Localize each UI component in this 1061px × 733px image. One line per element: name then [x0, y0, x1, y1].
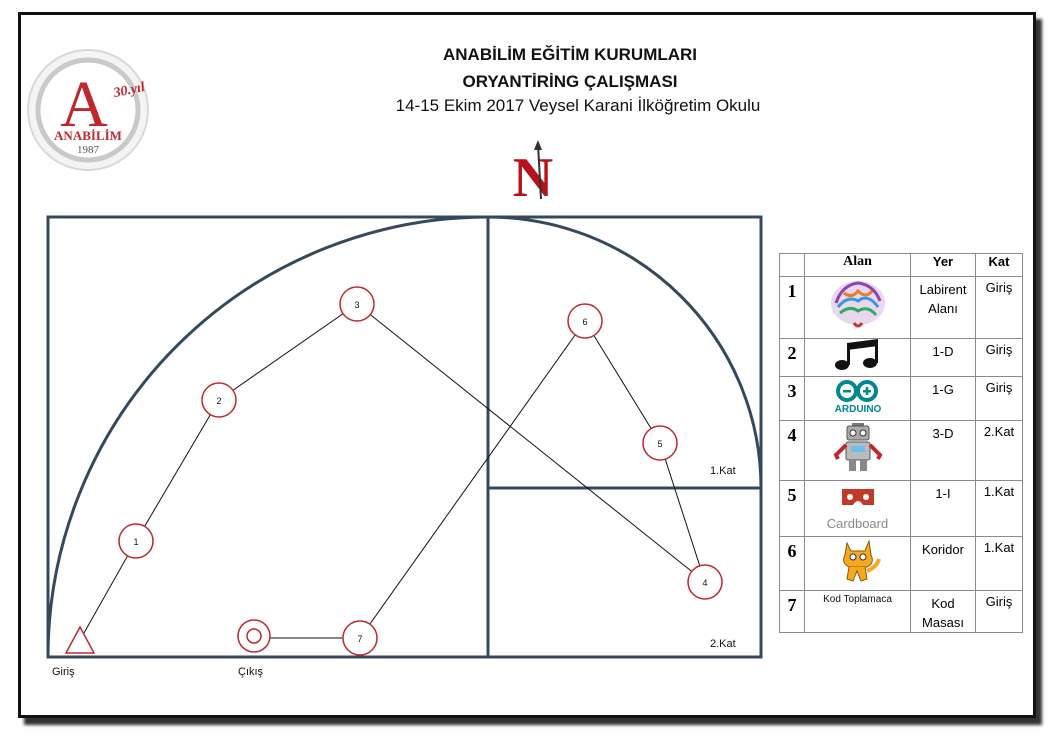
- exit-marker-icon: [237, 619, 271, 653]
- legend-num: 4: [779, 420, 805, 481]
- checkpoint-2: 2: [201, 382, 237, 418]
- robot-icon: [804, 420, 911, 481]
- checkpoint-label: 3: [354, 300, 359, 310]
- arduino-icon: ARDUINO: [804, 376, 911, 421]
- legend-yer: 1-G: [910, 376, 976, 421]
- legend-kat: 1.Kat: [975, 480, 1023, 537]
- legend-num: 6: [779, 536, 805, 591]
- legend-yer: 1-I: [910, 480, 976, 537]
- logo-brand: ANABİLİM: [54, 128, 122, 143]
- legend-yer: Koridor: [910, 536, 976, 591]
- brain-icon: [804, 276, 911, 339]
- building-outline: [46, 215, 763, 659]
- legend-row: 5 Cardboard 1-I 1.Kat: [779, 480, 1023, 537]
- legend-yer: Labirent Alanı: [910, 276, 976, 339]
- anabilim-logo: A 30.yıl ANABİLİM 1987: [27, 49, 149, 171]
- legend-yer: Kod Masası: [910, 590, 976, 633]
- legend-header-num: [779, 253, 805, 277]
- code-collect-text: Kod Toplamaca: [823, 594, 892, 605]
- legend-row: 7 Kod Toplamaca Kod Masası Giriş: [779, 590, 1023, 633]
- floor-label-1: 1.Kat: [710, 465, 736, 477]
- checkpoint-3: 3: [339, 286, 375, 322]
- legend-kat: 2.Kat: [975, 420, 1023, 481]
- legend-row: 4 3-D 2.Kat: [779, 420, 1023, 481]
- legend-num: 5: [779, 480, 805, 537]
- legend-kat: Giriş: [975, 590, 1023, 633]
- music-note-icon: [804, 338, 911, 377]
- legend-row: 6 Koridor 1.Kat: [779, 536, 1023, 591]
- subtitle: 14-15 Ekim 2017 Veysel Karani İlköğretim…: [395, 96, 761, 115]
- code-collect-cell: Kod Toplamaca: [804, 590, 911, 633]
- cardboard-text: Cardboard: [826, 516, 889, 531]
- logo-letter: A: [60, 68, 108, 141]
- title-line-1: ANABİLİM EĞİTİM KURUMLARI: [442, 45, 698, 64]
- legend-header-row: Alan Yer Kat: [779, 253, 1023, 277]
- legend-header-alan: Alan: [804, 253, 911, 277]
- legend-header-kat: Kat: [975, 253, 1023, 277]
- logo-year: 1987: [77, 144, 100, 156]
- cardboard-icon: Cardboard: [804, 480, 911, 537]
- legend-num: 1: [779, 276, 805, 339]
- checkpoint-4: 4: [687, 564, 723, 600]
- start-label: Giriş: [52, 666, 75, 678]
- checkpoint-1: 1: [118, 523, 154, 559]
- legend-kat: Giriş: [975, 376, 1023, 421]
- logo-anniversary: 30.yıl: [111, 80, 146, 101]
- checkpoint-label: 5: [657, 439, 662, 449]
- checkpoint-5: 5: [642, 425, 678, 461]
- legend-row: 1 Labirent Alanı Giriş: [779, 276, 1023, 339]
- spiral-arc-right: [487, 215, 763, 489]
- arduino-text: ARDUINO: [834, 404, 881, 415]
- legend-row: 2 1-D Giriş: [779, 338, 1023, 377]
- checkpoint-label: 7: [357, 634, 362, 644]
- checkpoint-label: 1: [133, 537, 138, 547]
- legend-row: 3 ARDUINO 1-G Giriş: [779, 376, 1023, 421]
- legend-kat: Giriş: [975, 276, 1023, 339]
- checkpoint-label: 6: [582, 317, 587, 327]
- checkpoint-label: 4: [702, 578, 707, 588]
- title-line-2: ORYANTİRİNG ÇALIŞMASI: [462, 72, 678, 91]
- legend-yer: 3-D: [910, 420, 976, 481]
- checkpoint-6: 6: [567, 303, 603, 339]
- scratch-cat-icon: [804, 536, 911, 591]
- legend-table: Alan Yer Kat 1 Labirent Alanı Giriş 2: [779, 253, 1023, 633]
- legend-num: 7: [779, 590, 805, 633]
- floor-label-2: 2.Kat: [710, 638, 736, 650]
- exit-label: Çıkış: [238, 666, 264, 678]
- legend-header-yer: Yer: [910, 253, 976, 277]
- legend-kat: 1.Kat: [975, 536, 1023, 591]
- checkpoint-label: 2: [216, 396, 221, 406]
- checkpoint-7: 7: [342, 620, 378, 656]
- north-arrow-icon: N: [513, 140, 553, 202]
- north-letter: N: [513, 147, 553, 202]
- legend-kat: Giriş: [975, 338, 1023, 377]
- start-triangle-icon: [64, 625, 96, 654]
- spiral-arc-left: [46, 215, 489, 658]
- legend-num: 3: [779, 376, 805, 421]
- legend-num: 2: [779, 338, 805, 377]
- legend-yer: 1-D: [910, 338, 976, 377]
